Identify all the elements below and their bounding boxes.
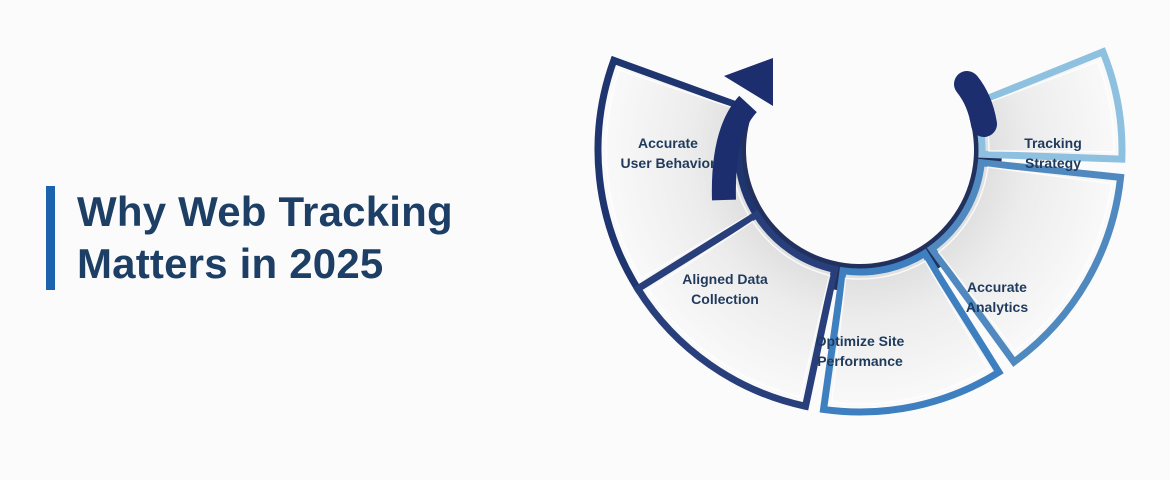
segment-4 <box>926 158 1125 367</box>
segment-label-4-line-2: Analytics <box>966 299 1028 315</box>
segment-highlight-4 <box>937 166 1113 353</box>
arrow-shaft <box>711 95 758 201</box>
segment-highlight-5 <box>979 60 1115 153</box>
segment-5 <box>968 47 1126 163</box>
segment-label-3-line-1: Optimize Site <box>816 333 905 349</box>
arrow-head-icon <box>724 58 773 106</box>
segment-label-2-line-2: Collection <box>691 291 759 307</box>
segment-label-1-line-1: Accurate <box>638 135 698 151</box>
title-line-1: Why Web Tracking <box>77 188 453 235</box>
title-block: Why Web Tracking Matters in 2025 <box>46 186 453 290</box>
segment-label-3-line-2: Performance <box>817 353 903 369</box>
segment-label-1-line-2: User Behavior <box>621 155 716 171</box>
segment-label-5-line-1: Tracking <box>1024 135 1082 151</box>
segment-3 <box>819 248 1004 416</box>
segment-label-5-line-2: Strategy <box>1025 155 1081 171</box>
segment-label-2-line-1: Aligned Data <box>682 271 768 287</box>
segment-2 <box>632 209 839 411</box>
segment-highlight-3 <box>830 260 990 405</box>
arrow-tail <box>954 71 997 137</box>
segment-highlight-2 <box>647 220 831 398</box>
title-line-2: Matters in 2025 <box>77 240 384 287</box>
cycle-arrow <box>711 58 997 201</box>
segments-group <box>594 47 1126 416</box>
segment-label-4-line-1: Accurate <box>967 279 1027 295</box>
